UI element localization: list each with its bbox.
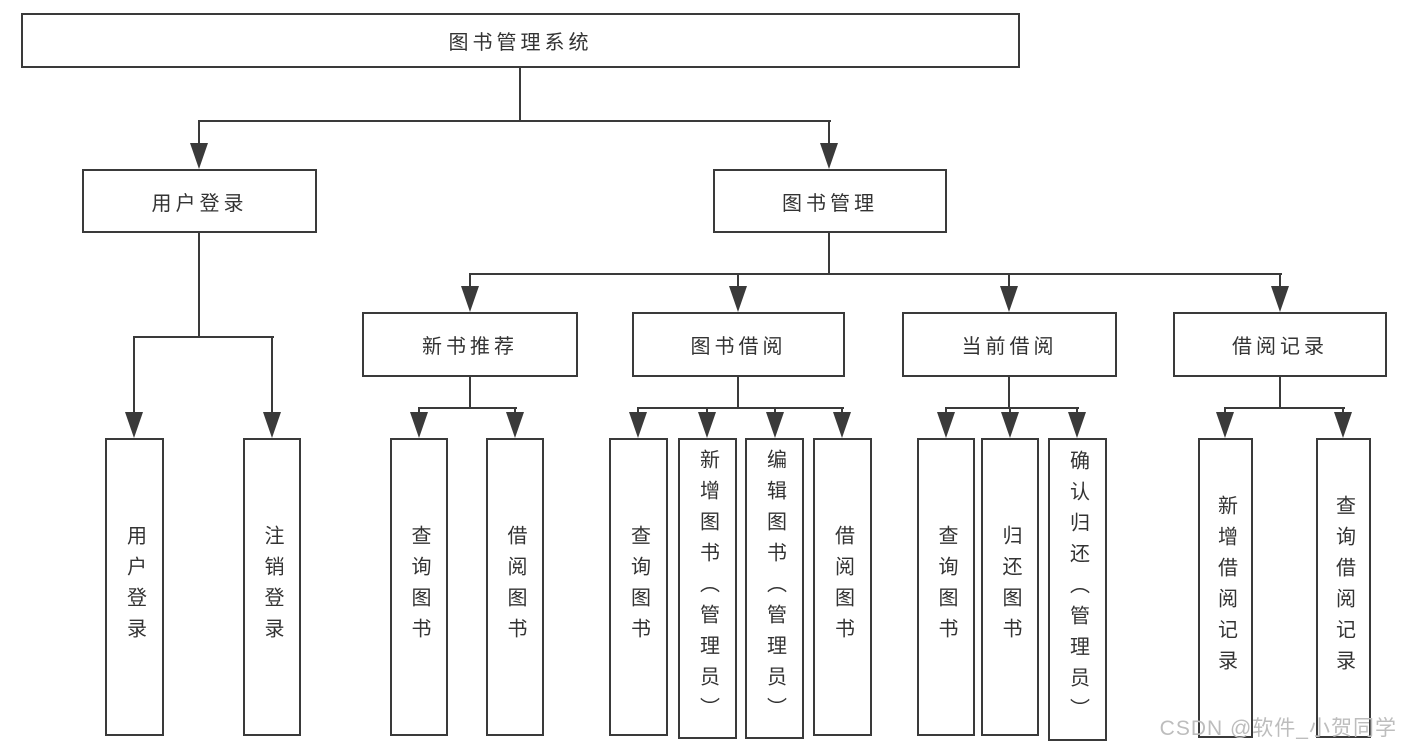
arrowhead-user-login: [190, 143, 208, 169]
node-borrow-records: 借阅记录: [1173, 312, 1387, 377]
connector-drop: [774, 407, 776, 415]
arrowhead-leaf: [833, 412, 851, 438]
connector-stub-new-book: [469, 273, 471, 288]
connector-book-management-trunk: [828, 233, 830, 275]
connector-drop: [1224, 407, 1226, 415]
arrowhead-current-borrow: [1000, 286, 1018, 312]
connector-drop-leaf-logout: [271, 336, 273, 414]
node-user-login: 用户登录: [82, 169, 317, 233]
leaf-edit-book-admin: 编辑图书（管理员）: [745, 438, 804, 739]
connector-level3-rail: [469, 273, 1282, 275]
connector-drop: [945, 407, 947, 415]
connector-drop: [1009, 407, 1011, 415]
leaf-borrow-book: 借阅图书: [813, 438, 872, 736]
leaf-confirm-return-admin: 确认归还（管理员）: [1048, 438, 1107, 741]
connector-borrow-records-rail: [1224, 407, 1345, 409]
connector-stub-book-borrow: [737, 273, 739, 288]
leaf-return-book: 归还图书: [981, 438, 1039, 736]
connector-drop: [706, 407, 708, 415]
leaf-logout: 注销登录: [243, 438, 301, 736]
leaf-query-book-borrow: 查询图书: [609, 438, 668, 736]
connector-drop: [1342, 407, 1344, 415]
arrowhead-leaf: [506, 412, 524, 438]
arrowhead-leaf-logout: [263, 412, 281, 438]
connector-drop-leaf-login: [133, 336, 135, 414]
connector-book-borrow-trunk: [737, 377, 739, 409]
arrowhead-leaf: [1068, 412, 1086, 438]
connector-new-book-rail: [418, 407, 517, 409]
connector-user-login-rail: [133, 336, 274, 338]
arrowhead-leaf: [766, 412, 784, 438]
connector-stub-borrow-records: [1279, 273, 1281, 288]
arrowhead-leaf: [410, 412, 428, 438]
connector-stub-user-login: [198, 120, 200, 145]
arrowhead-leaf-login: [125, 412, 143, 438]
node-current-borrow: 当前借阅: [902, 312, 1117, 377]
node-new-book-recommend: 新书推荐: [362, 312, 578, 377]
arrowhead-new-book: [461, 286, 479, 312]
connector-drop: [418, 407, 420, 415]
node-book-borrow: 图书借阅: [632, 312, 845, 377]
csdn-watermark: CSDN @软件_小贺同学: [1159, 717, 1397, 740]
arrowhead-leaf: [629, 412, 647, 438]
leaf-borrow-book-recommend: 借阅图书: [486, 438, 544, 736]
connector-drop: [1076, 407, 1078, 415]
connector-stub-book-management: [828, 120, 830, 145]
connector-current-borrow-rail: [945, 407, 1079, 409]
connector-root-trunk: [519, 68, 521, 122]
connector-book-borrow-rail: [637, 407, 844, 409]
connector-stub-current-borrow: [1008, 273, 1010, 288]
node-book-management: 图书管理: [713, 169, 947, 233]
arrowhead-leaf: [698, 412, 716, 438]
connector-new-book-trunk: [469, 377, 471, 409]
connector-current-borrow-trunk: [1008, 377, 1010, 409]
connector-drop: [637, 407, 639, 415]
arrowhead-leaf: [937, 412, 955, 438]
connector-level2-rail: [198, 120, 831, 122]
arrowhead-book-borrow: [729, 286, 747, 312]
arrowhead-leaf: [1001, 412, 1019, 438]
arrowhead-leaf: [1334, 412, 1352, 438]
connector-user-login-trunk: [198, 232, 200, 338]
arrowhead-book-management: [820, 143, 838, 169]
connector-drop: [841, 407, 843, 415]
leaf-query-borrow-record: 查询借阅记录: [1316, 438, 1371, 738]
leaf-user-login: 用户登录: [105, 438, 164, 736]
leaf-query-book-current: 查询图书: [917, 438, 975, 736]
connector-borrow-records-trunk: [1279, 377, 1281, 409]
node-root: 图书管理系统: [21, 13, 1020, 68]
leaf-add-borrow-record: 新增借阅记录: [1198, 438, 1253, 738]
leaf-add-book-admin: 新增图书（管理员）: [678, 438, 737, 739]
arrowhead-borrow-records: [1271, 286, 1289, 312]
arrowhead-leaf: [1216, 412, 1234, 438]
leaf-query-book-recommend: 查询图书: [390, 438, 448, 736]
connector-drop: [514, 407, 516, 415]
